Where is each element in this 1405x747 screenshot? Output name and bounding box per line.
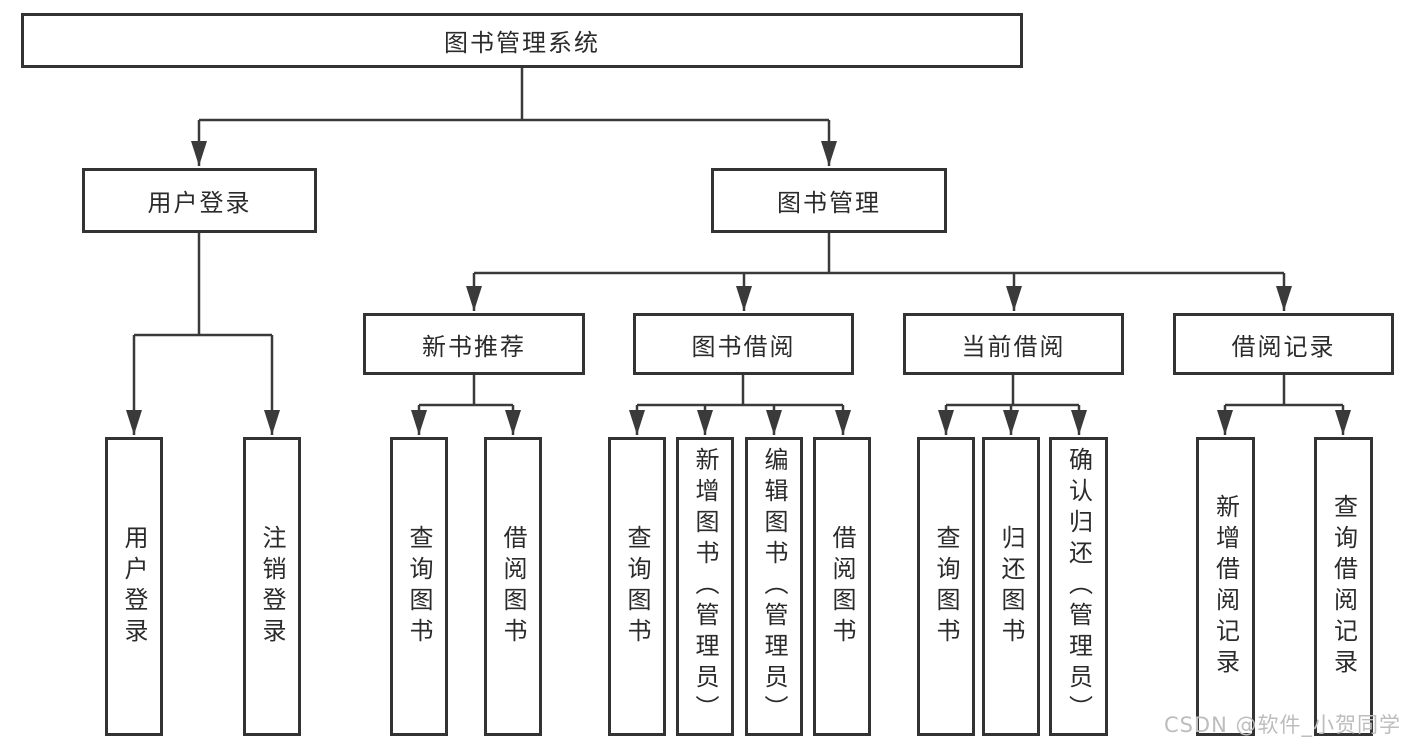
- leaf-query-books-borrow: 查询图书: [608, 437, 666, 736]
- leaf-confirm-return-admin: 确认归还（管理员）: [1049, 437, 1108, 736]
- leaf-add-borrow-record: 新增借阅记录: [1196, 437, 1255, 736]
- node-book-management: 图书管理: [711, 168, 947, 233]
- node-new-book-recommendation: 新书推荐: [363, 313, 585, 375]
- node-library-system: 图书管理系统: [21, 13, 1023, 68]
- leaf-borrow-books: 借阅图书: [813, 437, 871, 736]
- leaf-query-borrow-record: 查询借阅记录: [1314, 437, 1373, 736]
- node-book-borrowing: 图书借阅: [633, 313, 854, 375]
- leaf-logout: 注销登录: [243, 437, 301, 736]
- node-user-login: 用户登录: [82, 168, 317, 233]
- leaf-borrow-books-recommend: 借阅图书: [484, 437, 542, 736]
- node-borrowing-records: 借阅记录: [1173, 313, 1394, 375]
- leaf-user-login: 用户登录: [105, 437, 163, 736]
- leaf-return-books: 归还图书: [982, 437, 1040, 736]
- leaf-add-books-admin: 新增图书（管理员）: [676, 437, 734, 736]
- leaf-query-books-current: 查询图书: [917, 437, 975, 736]
- leaf-edit-books-admin: 编辑图书（管理员）: [745, 437, 803, 736]
- leaf-query-books-recommend: 查询图书: [390, 437, 448, 736]
- node-current-borrowing: 当前借阅: [903, 313, 1124, 375]
